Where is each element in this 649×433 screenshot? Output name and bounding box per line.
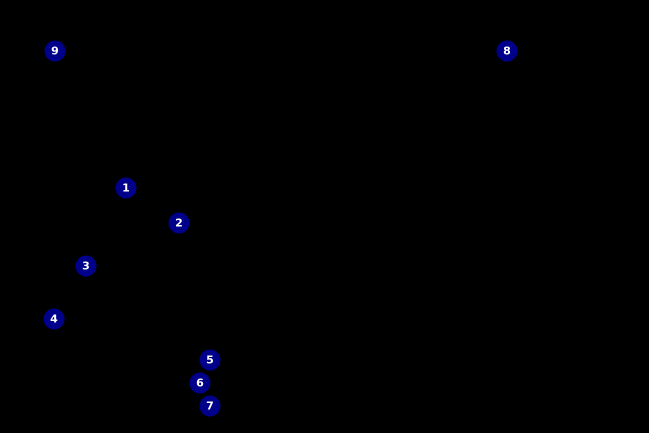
marker-2[interactable]: 2 [168,212,190,234]
marker-4[interactable]: 4 [43,308,65,330]
marker-1[interactable]: 1 [115,177,137,199]
marker-5[interactable]: 5 [199,349,221,371]
marker-3[interactable]: 3 [75,255,97,277]
marker-8[interactable]: 8 [496,40,518,62]
marker-9[interactable]: 9 [44,40,66,62]
marker-6[interactable]: 6 [189,372,211,394]
marker-7[interactable]: 7 [199,395,221,417]
